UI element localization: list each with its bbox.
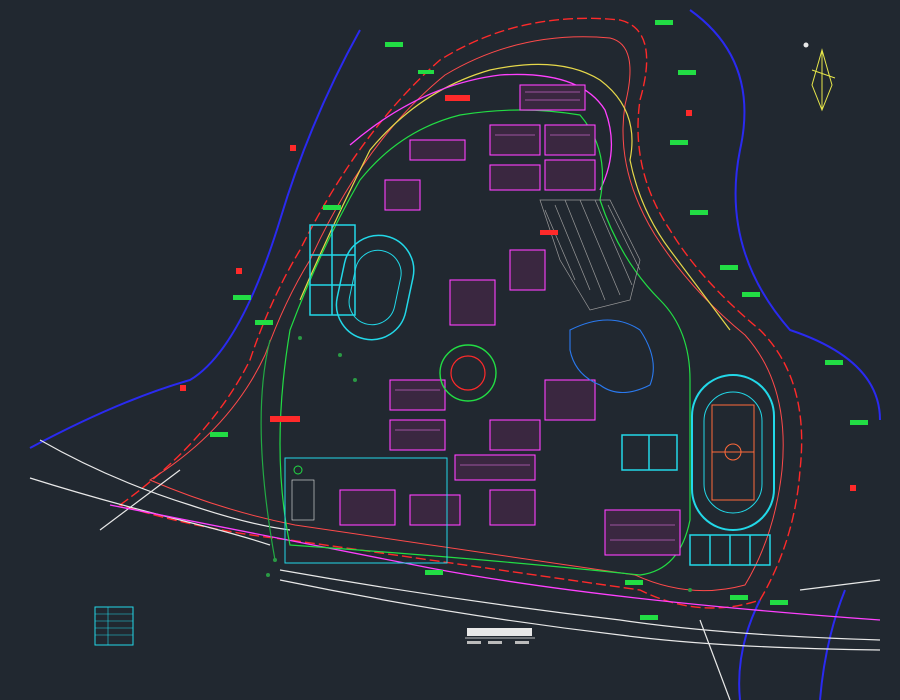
magenta-road-bottom bbox=[109, 504, 881, 621]
tree-marks bbox=[266, 336, 692, 592]
building-south-1 bbox=[454, 454, 536, 481]
red-site-boundary bbox=[118, 17, 803, 609]
boundary-inner bbox=[148, 36, 784, 592]
green-edge-left bbox=[260, 339, 276, 561]
white-road-7 bbox=[799, 579, 881, 591]
central-plaza bbox=[439, 344, 497, 402]
building-north-6 bbox=[409, 139, 466, 161]
building-north-4 bbox=[489, 164, 541, 191]
running-track-east bbox=[691, 374, 775, 531]
magenta-road-loop bbox=[349, 73, 613, 191]
buildings bbox=[339, 84, 681, 556]
building-hatching bbox=[395, 91, 675, 541]
detail-frame-rect bbox=[284, 457, 448, 564]
building-mid-3 bbox=[489, 419, 541, 451]
green-perimeter-path bbox=[279, 109, 691, 576]
pond-outline bbox=[569, 319, 654, 394]
plaza-ring-outer bbox=[439, 344, 497, 402]
white-road-5 bbox=[279, 579, 881, 651]
white-road-2 bbox=[39, 439, 291, 531]
outer-blue-roads bbox=[29, 9, 881, 700]
green-perimeter bbox=[260, 109, 691, 576]
blue-road-right-b bbox=[738, 599, 761, 700]
annotation-marks bbox=[210, 20, 868, 620]
white-road-4 bbox=[279, 569, 881, 641]
building-mid-2 bbox=[389, 419, 446, 451]
white-road-6 bbox=[699, 619, 731, 700]
building-south-3 bbox=[489, 489, 536, 526]
title-block bbox=[465, 628, 535, 644]
legend-table-frame bbox=[94, 606, 134, 646]
building-mid-1 bbox=[389, 379, 446, 411]
hatched-zone-outline bbox=[539, 199, 641, 311]
boundary-outer bbox=[118, 17, 803, 609]
running-track-east-inner bbox=[703, 391, 763, 514]
building-south-2 bbox=[409, 494, 461, 526]
building-north-2 bbox=[489, 124, 541, 156]
hatched-zone bbox=[539, 199, 641, 311]
white-road-3 bbox=[99, 469, 181, 531]
building-north-5 bbox=[544, 159, 596, 191]
building-central-1 bbox=[449, 279, 496, 326]
building-southeast-1 bbox=[604, 509, 681, 556]
red-tags bbox=[180, 95, 856, 491]
sports-facilities bbox=[309, 224, 775, 566]
blue-road-right-c bbox=[819, 589, 846, 700]
white-road-1 bbox=[29, 477, 271, 546]
running-track-west-inner bbox=[348, 249, 402, 326]
building-north-3 bbox=[544, 124, 596, 156]
legend-table bbox=[94, 606, 134, 646]
landscape-pond bbox=[569, 319, 654, 394]
football-pitch bbox=[711, 404, 755, 501]
north-arrow-icon bbox=[803, 42, 836, 112]
running-track-west bbox=[335, 234, 415, 341]
blue-road-right-a bbox=[689, 9, 881, 421]
white-roads bbox=[29, 439, 881, 700]
yellow-campus-edge bbox=[299, 63, 731, 331]
building-north-7 bbox=[384, 179, 421, 211]
plaza-ring-inner bbox=[450, 355, 486, 391]
building-central-2 bbox=[509, 249, 546, 291]
building-south-4 bbox=[339, 489, 396, 526]
detail-frame bbox=[284, 457, 448, 564]
building-mid-4 bbox=[544, 379, 596, 421]
magenta-roads bbox=[109, 73, 881, 621]
blue-road-left bbox=[29, 29, 361, 449]
building-north-1 bbox=[519, 84, 586, 111]
